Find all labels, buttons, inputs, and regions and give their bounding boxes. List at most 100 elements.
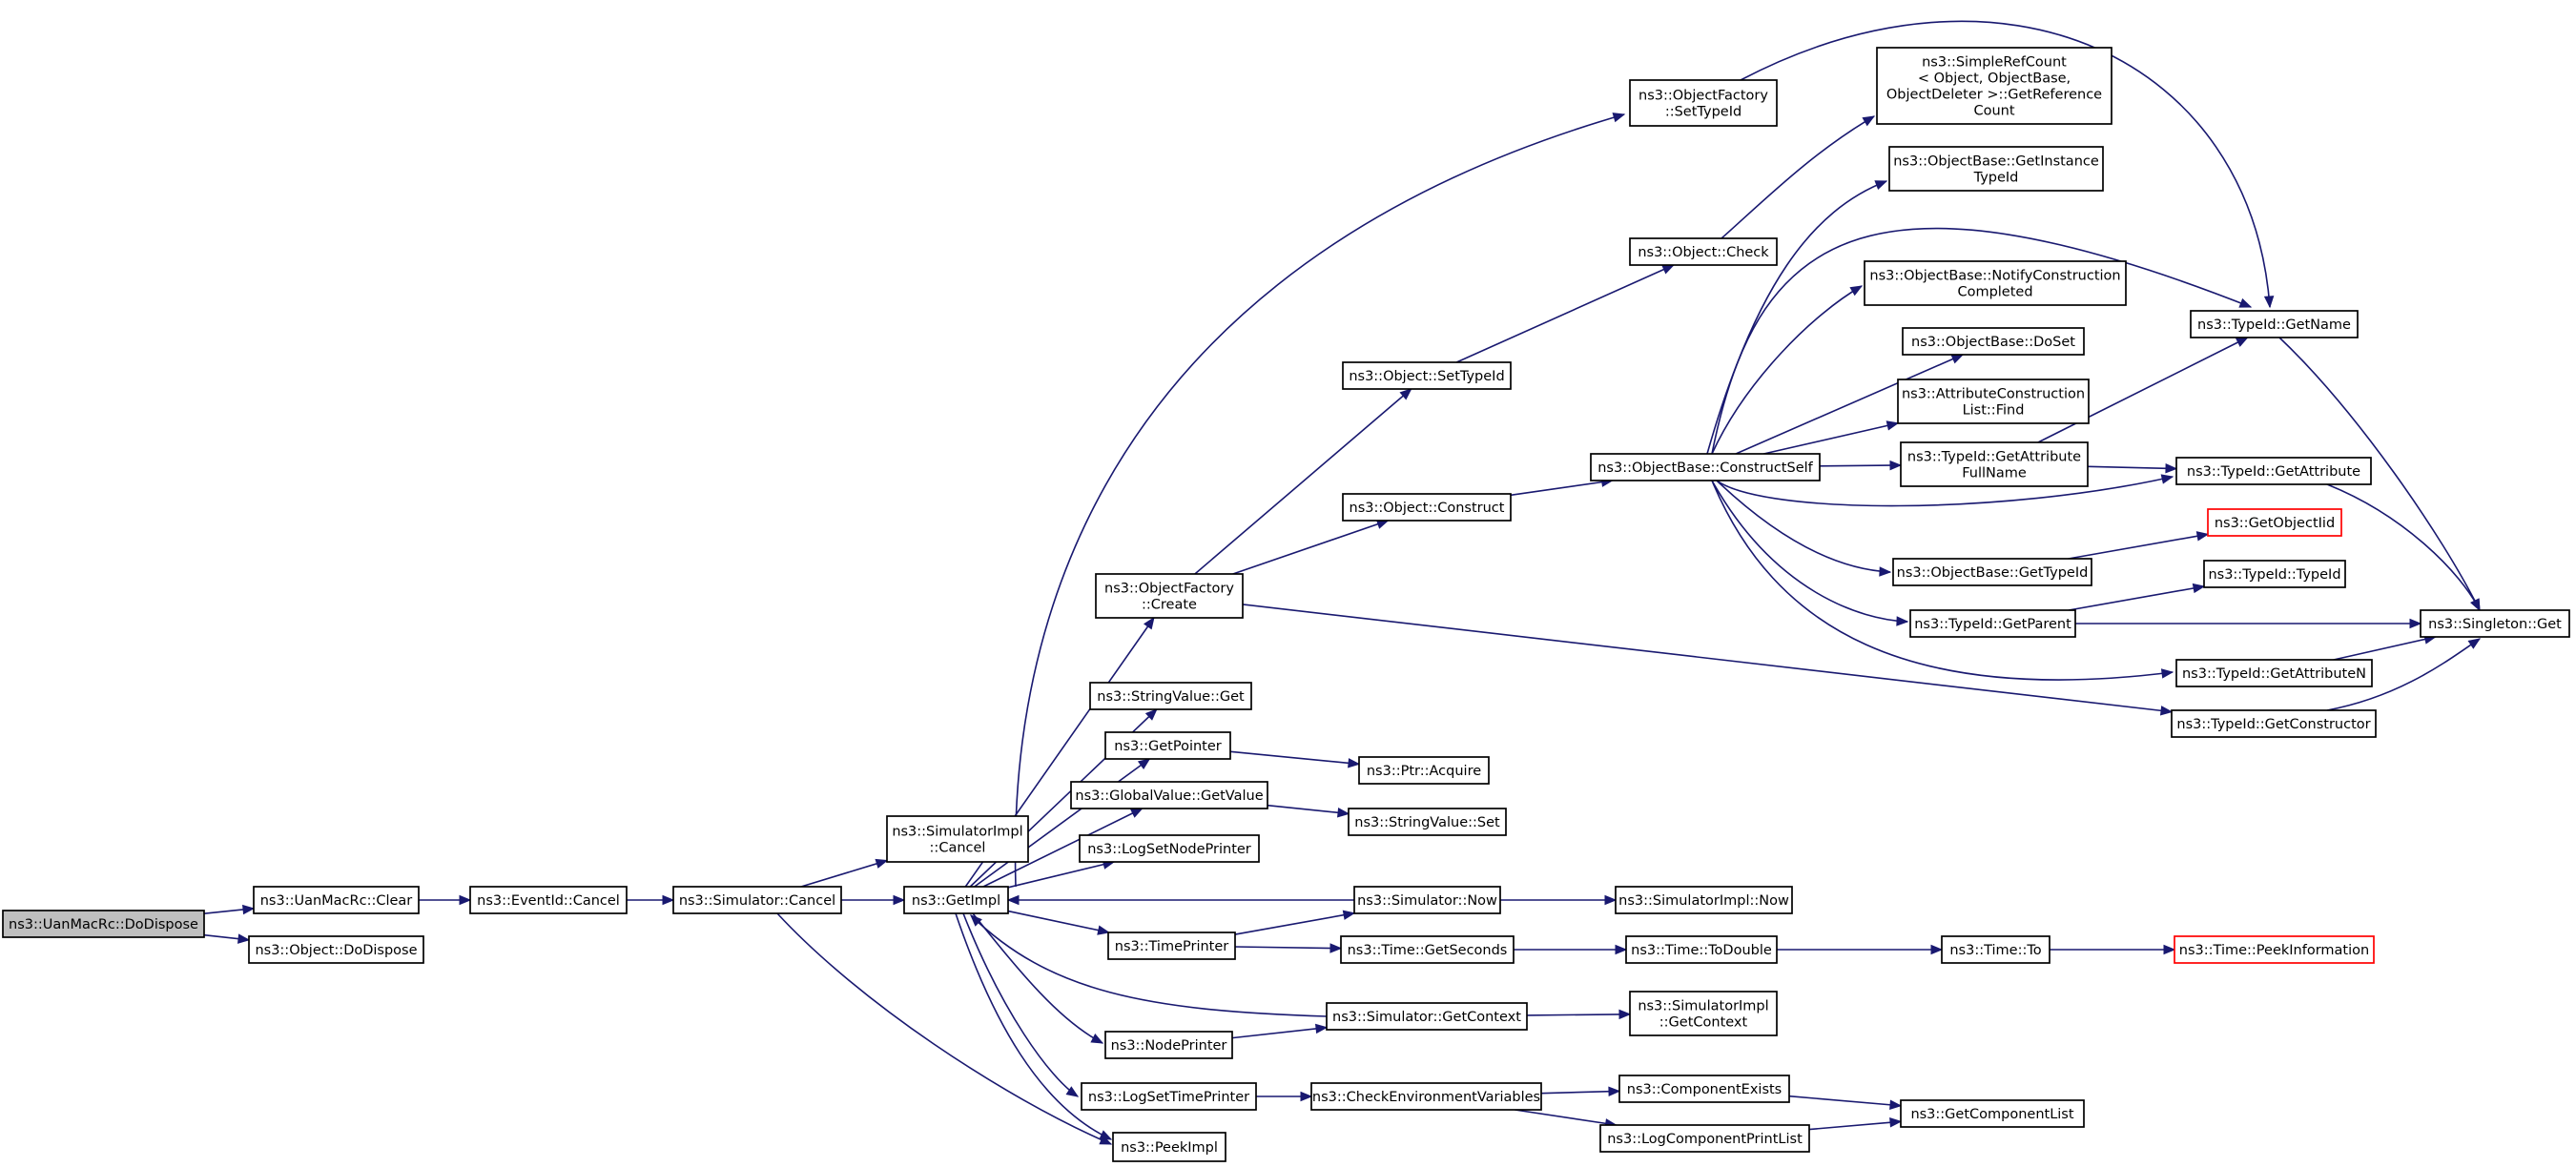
node-label: ns3::ComponentExists [1627,1082,1783,1097]
node-label: ns3::TimePrinter [1115,939,1229,954]
node-label: FullName [1962,465,2027,481]
graph-node-ns3-logcomponentprintlist[interactable]: ns3::LogComponentPrintList [1599,1124,1810,1153]
edge-line [1234,946,1342,950]
graph-node-ns3-getpointer[interactable]: ns3::GetPointer [1104,731,1231,760]
graph-node-ns3-checkenvironmentvariables[interactable]: ns3::CheckEnvironmentVariables [1310,1082,1542,1111]
graph-node-ns3-typeid-getattribute[interactable]: ns3::TypeId::GetAttribute [2175,457,2372,485]
graph-node-ns3-objectbase-notifyconstruction-completed[interactable]: ns3::ObjectBase::NotifyConstructionCompl… [1864,260,2127,306]
node-box [1112,1132,1226,1162]
edge-line [2333,636,2436,661]
edge-arrowhead [1874,180,1888,191]
graph-node-ns3-objectbase-doset[interactable]: ns3::ObjectBase::DoSet [1902,327,2085,356]
call-edge-n19-n21 [1721,115,1876,239]
edge-line [2326,638,2481,711]
graph-node-ns3-typeid-typeid[interactable]: ns3::TypeId::TypeId [2203,560,2346,588]
graph-node-ns3-getimpl[interactable]: ns3::GetImpl [903,886,1009,914]
node-box [2175,457,2372,485]
graph-node-ns3-getcomponentlist[interactable]: ns3::GetComponentList [1900,1099,2085,1128]
graph-node-ns3-objectbase-gettypeid[interactable]: ns3::ObjectBase::GetTypeId [1892,558,2092,586]
node-box [2174,935,2375,964]
graph-node-ns3-object-dodispose[interactable]: ns3::Object::DoDispose [248,935,424,964]
graph-node-ns3-logsettimeprinter[interactable]: ns3::LogSetTimePrinter [1081,1082,1257,1111]
graph-node-ns3-timeprinter[interactable]: ns3::TimePrinter [1107,932,1236,960]
node-box [886,815,1029,863]
node-box [2207,508,2342,537]
node-box [1104,731,1231,760]
graph-node-ns3-time-to[interactable]: ns3::Time::To [1941,935,2050,964]
call-edge-n20-n34 [1711,480,2174,681]
edge-arrowhead [2409,618,2422,629]
graph-node-ns3-time-getseconds[interactable]: ns3::Time::GetSeconds [1340,935,1515,964]
graph-node-ns3-objectfactory-create[interactable]: ns3::ObjectFactory::Create [1095,573,1244,619]
graph-node-ns3-peekimpl[interactable]: ns3::PeekImpl [1112,1132,1226,1162]
node-label: ns3::CheckEnvironmentVariables [1312,1090,1540,1105]
node-label: ns3::ObjectBase::DoSet [1911,335,2075,350]
graph-node-ns3-globalvalue-getvalue[interactable]: ns3::GlobalValue::GetValue [1070,781,1268,809]
edge-line [1007,861,1115,889]
node-box [1618,1075,1790,1103]
graph-node-ns3-uanmacrc-clear[interactable]: ns3::UanMacRc::Clear [253,886,420,914]
graph-node-ns3-simplerefcount-object-objectbase-objectdeleter-getreference-count[interactable]: ns3::SimpleRefCount< Object, ObjectBase,… [1876,47,2112,125]
graph-node-ns3-ptr-acquire[interactable]: ns3::Ptr::Acquire [1358,756,1490,785]
graph-node-ns3-simulatorimpl-now[interactable]: ns3::SimulatorImpl::Now [1615,886,1793,914]
node-box [903,886,1009,914]
graph-node-ns3-objectfactory-settypeid[interactable]: ns3::ObjectFactory::SetTypeId [1629,79,1778,127]
call-edge-n44-n45 [1526,1009,1632,1020]
edge-line [1014,113,1625,888]
call-edge-n8-n35 [1242,604,2174,716]
graph-node-ns3-getobjectiid[interactable]: ns3::GetObjectIid [2207,508,2342,537]
graph-node-ns3-simulator-getcontext[interactable]: ns3::Simulator::GetContext [1326,1002,1528,1031]
edge-line [1735,354,1964,455]
graph-node-ns3-simulator-cancel[interactable]: ns3::Simulator::Cancel [672,886,842,914]
node-label: ns3::UanMacRc::Clear [260,893,413,909]
edge-arrowhead [1143,616,1155,630]
node-box [2190,310,2359,338]
edge-line [972,912,1103,1044]
edge-line [1716,476,2174,507]
node-label: ns3::EventId::Cancel [477,893,620,909]
graph-node-ns3-simulator-now[interactable]: ns3::Simulator::Now [1353,886,1501,914]
node-label: ns3::GetImpl [912,893,1000,909]
node-box [1900,1099,2085,1128]
call-edge-n38-n5 [1006,894,1354,906]
graph-node-ns3-componentexists[interactable]: ns3::ComponentExists [1618,1075,1790,1103]
edge-line [1763,422,1899,455]
edge-line [1721,115,1875,239]
graph-node-ns3-stringvalue-set[interactable]: ns3::StringValue::Set [1348,808,1507,836]
call-edge-n20-n29 [1711,227,2253,455]
call-edge-n11-n37 [1267,804,1350,818]
graph-node-ns3-simulatorimpl-cancel[interactable]: ns3::SimulatorImpl::Cancel [886,815,1029,863]
graph-node-ns3-typeid-getconstructor[interactable]: ns3::TypeId::GetConstructor [2171,709,2377,738]
graph-node-ns3-singleton-get[interactable]: ns3::Singleton::Get [2420,609,2570,638]
graph-node-ns3-object-construct[interactable]: ns3::Object::Construct [1342,493,1512,522]
graph-node-ns3-typeid-getparent[interactable]: ns3::TypeId::GetParent [1909,609,2076,638]
graph-node-ns3-objectbase-constructself[interactable]: ns3::ObjectBase::ConstructSelf [1590,453,1821,481]
node-label: ns3::SimulatorImpl [892,824,1022,839]
graph-node-ns3-object-check[interactable]: ns3::Object::Check [1629,237,1778,266]
graph-node-ns3-typeid-getattributen[interactable]: ns3::TypeId::GetAttributeN [2175,659,2373,687]
graph-node-ns3-time-peekinformation[interactable]: ns3::Time::PeekInformation [2174,935,2375,964]
edge-arrowhead [2238,297,2253,308]
graph-node-ns3-eventid-cancel[interactable]: ns3::EventId::Cancel [469,886,628,914]
edge-line [1526,1013,1631,1016]
graph-node-ns3-time-todouble[interactable]: ns3::Time::ToDouble [1625,935,1778,964]
edge-line [1231,1026,1328,1039]
edge-arrowhead [1137,758,1151,770]
graph-node-ns3-simulatorimpl-getcontext[interactable]: ns3::SimulatorImpl::GetContext [1629,991,1778,1036]
node-box [1900,441,2089,487]
node-box [1342,361,1512,390]
graph-node-ns3-uanmacrc-dodispose[interactable]: ns3::UanMacRc::DoDispose [2,910,205,938]
node-label: ns3::Singleton::Get [2428,617,2562,632]
graph-node-ns3-nodeprinter[interactable]: ns3::NodePrinter [1104,1031,1233,1059]
graph-node-ns3-typeid-getname[interactable]: ns3::TypeId::GetName [2190,310,2359,338]
edge-arrowhead [237,933,251,944]
edge-arrowhead [2192,583,2206,594]
graph-node-ns3-stringvalue-get[interactable]: ns3::StringValue::Get [1089,682,1252,710]
graph-node-ns3-logsetnodeprinter[interactable]: ns3::LogSetNodePrinter [1079,834,1260,863]
graph-node-ns3-object-settypeid[interactable]: ns3::Object::SetTypeId [1342,361,1512,390]
edge-arrowhead [1608,1086,1621,1097]
